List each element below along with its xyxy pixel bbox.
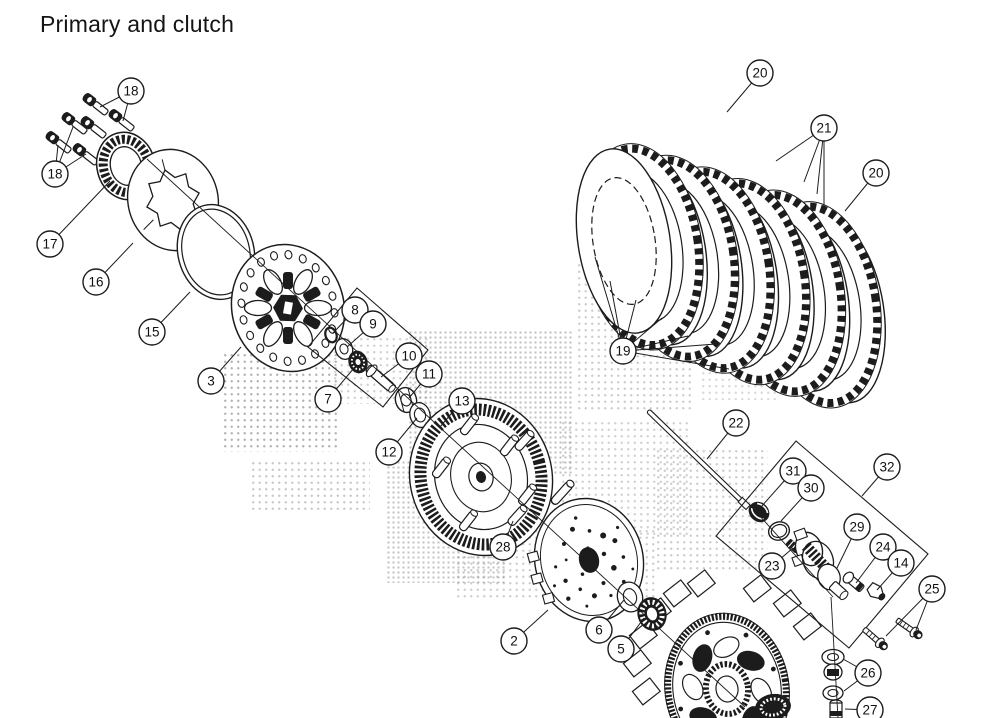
slave-cylinder-body bbox=[791, 527, 849, 601]
svg-text:23: 23 bbox=[764, 559, 779, 574]
callout-29: 29 bbox=[836, 513, 871, 569]
clutch-push-rod bbox=[646, 409, 751, 511]
svg-text:6: 6 bbox=[595, 623, 603, 638]
callout-25: 25 bbox=[885, 575, 946, 637]
svg-text:8: 8 bbox=[351, 303, 359, 318]
callout-6: 6 bbox=[585, 599, 625, 644]
svg-text:31: 31 bbox=[785, 464, 800, 479]
svg-text:2: 2 bbox=[510, 634, 518, 649]
callout-11: 11 bbox=[408, 360, 443, 399]
callout-2: 2 bbox=[500, 609, 549, 655]
clutch-basket bbox=[622, 569, 823, 718]
slave-cylinder-parts bbox=[748, 501, 926, 718]
svg-text:21: 21 bbox=[816, 121, 831, 136]
mount-bolt bbox=[859, 624, 891, 654]
callout-7: 7 bbox=[314, 367, 355, 413]
callout-16: 16 bbox=[82, 242, 134, 296]
svg-text:32: 32 bbox=[879, 460, 894, 475]
callout-22: 22 bbox=[706, 409, 750, 460]
rear-gear bbox=[755, 693, 791, 718]
retaining-ring bbox=[176, 203, 256, 301]
callout-10: 10 bbox=[380, 342, 423, 378]
circlip bbox=[324, 326, 338, 344]
svg-text:9: 9 bbox=[369, 317, 377, 332]
callout-27: 27 bbox=[844, 696, 884, 718]
callout-30: 30 bbox=[780, 474, 825, 522]
svg-text:13: 13 bbox=[454, 394, 469, 409]
callout-13: 13 bbox=[439, 387, 476, 428]
callout-18: 18 bbox=[99, 77, 145, 122]
piston-cap bbox=[748, 501, 770, 523]
callout-32: 32 bbox=[861, 453, 901, 497]
callout-12: 12 bbox=[375, 417, 418, 466]
svg-text:15: 15 bbox=[144, 325, 159, 340]
svg-text:27: 27 bbox=[862, 703, 877, 718]
svg-text:7: 7 bbox=[324, 392, 332, 407]
svg-text:11: 11 bbox=[422, 367, 436, 382]
callout-9: 9 bbox=[346, 310, 387, 348]
clutch-spring-plate bbox=[126, 148, 220, 252]
callout-20: 20 bbox=[726, 59, 774, 113]
svg-text:10: 10 bbox=[401, 349, 416, 364]
slave-cylinder-kit-box bbox=[715, 440, 929, 649]
banjo-washers bbox=[821, 648, 845, 701]
bleed-valve bbox=[829, 699, 843, 718]
banjo-fitting bbox=[842, 571, 865, 592]
needle-bearing bbox=[637, 597, 667, 631]
svg-text:20: 20 bbox=[752, 66, 767, 81]
steel-plate bbox=[575, 148, 673, 334]
svg-text:20: 20 bbox=[868, 166, 883, 181]
callout-21: 21 bbox=[775, 114, 838, 206]
svg-text:22: 22 bbox=[728, 416, 743, 431]
callout-18: 18 bbox=[41, 126, 87, 188]
clutch-shaft bbox=[365, 364, 396, 393]
hex-plug bbox=[866, 581, 886, 601]
axis-lines bbox=[146, 158, 839, 718]
svg-text:18: 18 bbox=[47, 167, 62, 182]
thrust-washer bbox=[616, 581, 644, 613]
callout-8: 8 bbox=[332, 296, 369, 334]
svg-text:29: 29 bbox=[849, 520, 864, 535]
callout-14: 14 bbox=[876, 549, 915, 591]
svg-text:30: 30 bbox=[803, 481, 818, 496]
callout-5: 5 bbox=[607, 617, 645, 663]
pressure-plate bbox=[526, 497, 645, 623]
svg-text:5: 5 bbox=[617, 642, 625, 657]
callout-31: 31 bbox=[760, 457, 807, 508]
svg-text:3: 3 bbox=[207, 374, 215, 389]
svg-text:17: 17 bbox=[42, 237, 57, 252]
callout-23: 23 bbox=[758, 547, 794, 580]
svg-text:28: 28 bbox=[495, 540, 510, 555]
svg-text:24: 24 bbox=[875, 540, 891, 555]
svg-text:12: 12 bbox=[381, 445, 396, 460]
callout-3: 3 bbox=[197, 346, 242, 395]
callout-24: 24 bbox=[855, 533, 897, 584]
svg-text:18: 18 bbox=[123, 84, 138, 99]
callout-15: 15 bbox=[138, 291, 191, 346]
primary-driven-flange bbox=[230, 243, 346, 373]
svg-text:19: 19 bbox=[615, 344, 630, 359]
svg-text:26: 26 bbox=[860, 666, 875, 681]
callout-layer: 1818171615378910111213282651920212022313… bbox=[36, 59, 946, 718]
o-ring bbox=[767, 521, 791, 541]
callout-26: 26 bbox=[842, 658, 882, 692]
svg-text:14: 14 bbox=[893, 556, 909, 571]
callout-20: 20 bbox=[844, 159, 890, 212]
page-title: Primary and clutch bbox=[40, 11, 235, 37]
svg-text:16: 16 bbox=[88, 275, 103, 290]
callout-28: 28 bbox=[489, 520, 517, 561]
callout-19: 19 bbox=[594, 256, 730, 370]
shaft-kit-box bbox=[307, 287, 429, 408]
svg-text:25: 25 bbox=[924, 582, 939, 597]
callout-17: 17 bbox=[36, 180, 111, 258]
clutch-plate-stack bbox=[575, 143, 887, 409]
